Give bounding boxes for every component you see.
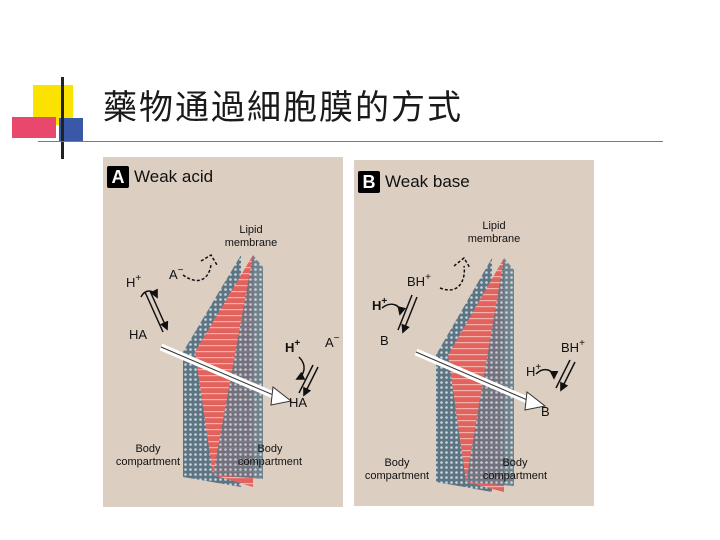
panel-b-left-ion: BH+ bbox=[407, 272, 431, 290]
panel-a-right-anion: A− bbox=[325, 333, 340, 351]
membrane-side bbox=[466, 258, 514, 486]
panel-b-membrane-label: Lipid membrane bbox=[467, 220, 521, 245]
panel-a-right-cation: H+ bbox=[285, 338, 301, 356]
panel-b-left-proton: H+ bbox=[372, 296, 388, 314]
anion-dashed-arrow bbox=[182, 262, 212, 282]
title-divider bbox=[38, 141, 663, 142]
left-equilibrium-arrows bbox=[144, 290, 167, 332]
ion-dashed-arrow bbox=[439, 265, 466, 291]
deco-red-bar bbox=[12, 117, 56, 138]
panel-b-title: Weak base bbox=[385, 172, 470, 191]
membrane-side bbox=[213, 255, 263, 479]
panel-a-left-compartment: Body compartment bbox=[115, 443, 181, 468]
panel-a-left-cation: H+ bbox=[126, 273, 142, 291]
deco-vertical-line bbox=[61, 77, 64, 159]
panel-b-badge: B bbox=[358, 171, 380, 193]
panel-a-right-compartment: Body compartment bbox=[237, 443, 303, 468]
panel-b-right-ion: BH+ bbox=[561, 338, 585, 356]
right-equilibrium-arrows bbox=[556, 359, 576, 390]
panel-a-badge: A bbox=[107, 166, 129, 188]
right-equilibrium-arrows bbox=[299, 364, 319, 395]
weak-acid-illustration bbox=[140, 253, 319, 487]
panel-a-left-neutral: HA bbox=[129, 327, 148, 342]
panel-a-left-anion: A− bbox=[169, 265, 184, 283]
weak-base-panel: B Weak base Lipid membrane BH+ H+ B BH+ … bbox=[354, 160, 594, 506]
panel-a-membrane-label: Lipid membrane bbox=[224, 224, 278, 249]
panel-b-right-neutral: B bbox=[541, 404, 550, 419]
panel-a-right-neutral: HA bbox=[289, 395, 308, 410]
panel-b-left-neutral: B bbox=[380, 333, 389, 348]
panel-a-title: Weak acid bbox=[134, 167, 214, 186]
panel-b-right-proton: H+ bbox=[526, 362, 542, 380]
weak-acid-panel: A Weak acid Lipid membrane H+ A− HA H+ A… bbox=[103, 157, 343, 507]
panel-b-right-compartment: Body compartment bbox=[482, 457, 548, 482]
panel-b-left-compartment: Body compartment bbox=[364, 457, 430, 482]
slide-title: 藥物通過細胞膜的方式 bbox=[103, 88, 463, 128]
weak-base-illustration bbox=[381, 256, 576, 492]
